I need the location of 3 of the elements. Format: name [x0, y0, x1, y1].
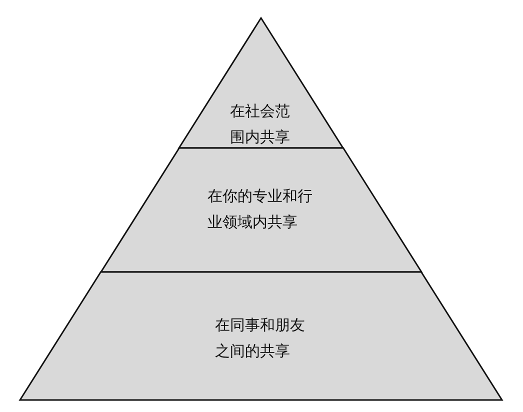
- tier-label: 在你的专业和行业领域内共享: [207, 186, 314, 233]
- tier-label: 在同事和朋友之间的共享: [215, 315, 306, 362]
- tier-label: 在社会范围内共享: [230, 101, 291, 148]
